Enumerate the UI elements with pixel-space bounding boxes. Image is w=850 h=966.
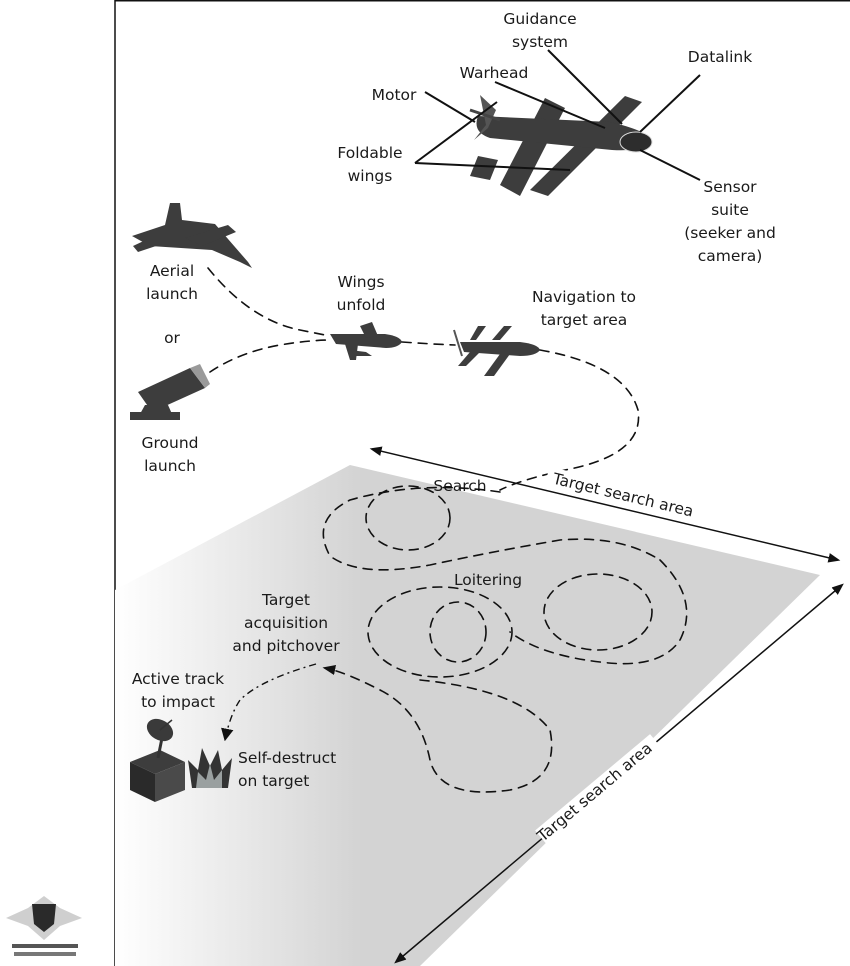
flight-path-aerial [207, 267, 331, 337]
label-wings-unfold-line2: unfold [337, 296, 386, 314]
label-acquisition-line3: and pitchover [232, 637, 340, 655]
label-acquisition-line1: Target [261, 591, 310, 609]
label-self-destruct-line1: Self-destruct [238, 749, 336, 767]
fighter-jet-icon [132, 203, 252, 268]
label-sensor-line2: suite [711, 201, 749, 219]
label-warhead: Warhead [460, 64, 529, 82]
label-wings-unfold-line1: Wings [337, 273, 384, 291]
munition-unfolding-icon [330, 322, 402, 360]
ground-launcher-icon [130, 364, 210, 420]
label-or: or [164, 329, 180, 347]
label-self-destruct-line2: on target [238, 772, 309, 790]
label-guidance-system-line2: system [512, 33, 568, 51]
label-sensor-line4: camera) [698, 247, 763, 265]
label-aerial-launch-line1: Aerial [150, 262, 194, 280]
flight-path-ground [209, 339, 333, 373]
pitchover-dive-path [221, 663, 317, 742]
label-active-track-line2: to impact [141, 693, 215, 711]
label-search: Search [433, 477, 486, 495]
label-datalink: Datalink [688, 48, 752, 66]
label-aerial-launch-line2: launch [146, 285, 198, 303]
label-navigation-line2: target area [541, 311, 628, 329]
label-sensor-line3: (seeker and [684, 224, 776, 242]
label-loitering: Loitering [454, 571, 522, 589]
label-target-search-area-top: Target search area [550, 469, 695, 520]
watermark-logo [6, 896, 82, 956]
target-ground-plane [115, 465, 820, 966]
label-sensor-line1: Sensor [703, 178, 757, 196]
flight-path-cruise [401, 341, 456, 346]
label-motor: Motor [372, 86, 417, 104]
target-area-width-arrow [369, 446, 841, 563]
label-navigation-line1: Navigation to [532, 288, 636, 306]
flight-path-navigation [499, 349, 640, 491]
label-ground-launch-line1: Ground [141, 434, 198, 452]
munition-navigating-icon [453, 326, 540, 376]
satellite-dish-icon [130, 718, 185, 802]
label-foldable-wings-line1: Foldable [337, 144, 402, 162]
explosion-icon [188, 748, 232, 788]
label-active-track-line1: Active track [132, 670, 224, 688]
label-acquisition-line2: acquisition [244, 614, 328, 632]
label-foldable-wings-line2: wings [348, 167, 393, 185]
label-guidance-system-line1: Guidance [503, 10, 576, 28]
loitering-munition-icon [469, 95, 653, 196]
label-ground-launch-line2: launch [144, 457, 196, 475]
